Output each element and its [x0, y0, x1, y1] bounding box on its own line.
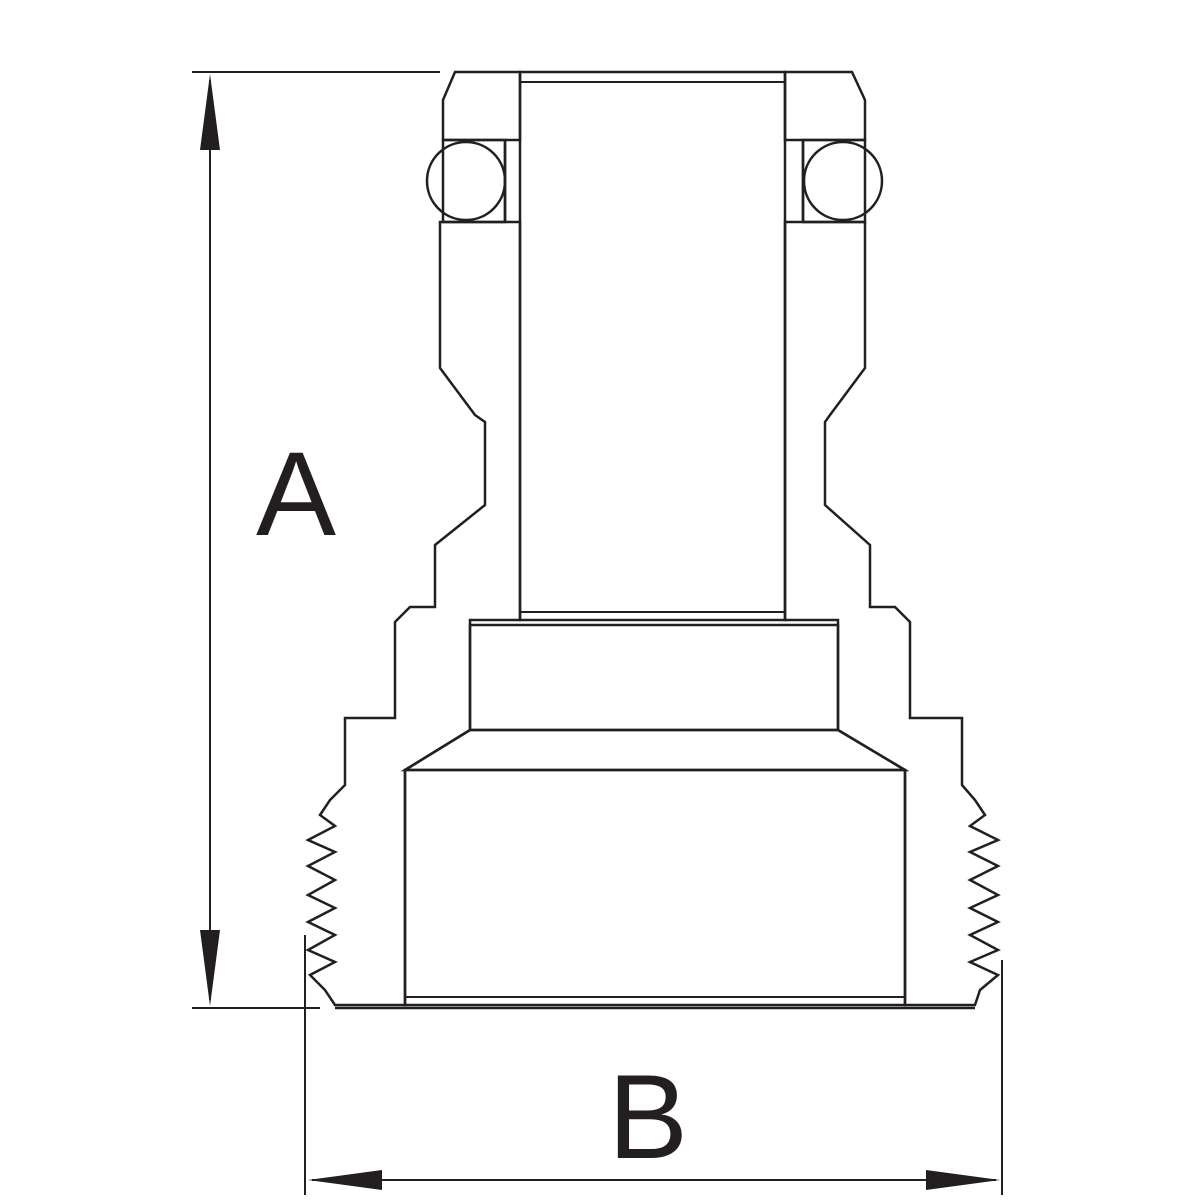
- o-ring-left-groove: [441, 138, 507, 224]
- o-ring-right: [801, 138, 884, 224]
- dimension-b-label: B: [608, 1050, 688, 1184]
- middle-bore: [468, 623, 840, 732]
- right-wall-hatch-fill: [783, 70, 1001, 1007]
- right-wall-section: [783, 70, 1001, 1007]
- dimension-b: B: [304, 935, 1003, 1195]
- lower-bore: [403, 768, 907, 1007]
- upper-bore: [518, 70, 787, 622]
- bore-outlines: [335, 70, 975, 1010]
- o-ring-right-groove: [801, 138, 867, 224]
- o-ring-left: [425, 138, 507, 224]
- dimension-a-label: A: [256, 427, 336, 561]
- o-ring-left-seal: [425, 140, 507, 222]
- dimension-a-bottom-arrow: [200, 930, 220, 1006]
- dimension-a: A: [192, 71, 440, 1009]
- bore-chamfer: [400, 728, 910, 772]
- dimension-b-right-arrow: [926, 1170, 1000, 1190]
- o-ring-right-seal: [802, 140, 884, 222]
- dimension-b-left-arrow: [308, 1170, 382, 1190]
- dimension-a-top-arrow: [200, 74, 220, 150]
